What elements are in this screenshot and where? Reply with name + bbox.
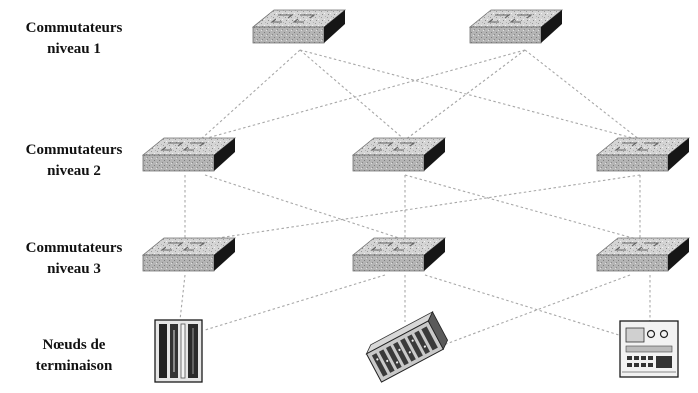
link-l2a-l3b [204, 174, 406, 241]
network-switch-icon [252, 9, 346, 44]
level-2-label-line1: Commutateurs [25, 142, 123, 158]
terminal-nodes-label-line1: Nœuds de [42, 337, 106, 353]
terminal-nodes-label-line2: terminaison [35, 358, 113, 374]
link-l1b-l2b [404, 49, 526, 141]
link-l2b-l3c [404, 174, 641, 241]
link-l3b-term3 [424, 274, 636, 341]
level-3-label-line1: Commutateurs [25, 240, 123, 256]
link-l3c-term2 [429, 274, 631, 351]
terminal-device-icon [619, 320, 679, 378]
link-l1b-l2a [199, 49, 526, 141]
router-chassis-icon [365, 311, 448, 383]
link-l1a-l2b [299, 49, 406, 141]
level-3-label-line2: niveau 3 [47, 261, 101, 277]
level-2-label: Commutateurs niveau 2 [4, 140, 144, 182]
level-1-label-line1: Commutateurs [25, 20, 123, 36]
terminal-nodes-label: Nœuds de terminaison [4, 335, 144, 377]
link-l1a-l2c [299, 49, 641, 141]
link-l3a-term1 [179, 274, 186, 321]
level-1-label-line2: niveau 1 [47, 41, 101, 57]
link-l1a-l2a [199, 49, 301, 141]
network-switch-icon [469, 9, 563, 44]
network-switch-icon [142, 137, 236, 172]
level-2-label-line2: niveau 2 [47, 163, 101, 179]
network-switch-icon [142, 237, 236, 272]
link-l1b-l2c [524, 49, 641, 141]
level-1-label: Commutateurs niveau 1 [4, 18, 144, 60]
network-switch-icon [596, 237, 690, 272]
link-group [179, 49, 651, 351]
level-3-label: Commutateurs niveau 3 [4, 238, 144, 280]
network-switch-icon [596, 137, 690, 172]
network-switch-icon [352, 137, 446, 172]
link-l3b-term1 [204, 274, 386, 331]
network-switch-icon [352, 237, 446, 272]
server-rack-icon [154, 319, 203, 383]
link-l2c-l3a [204, 174, 641, 241]
